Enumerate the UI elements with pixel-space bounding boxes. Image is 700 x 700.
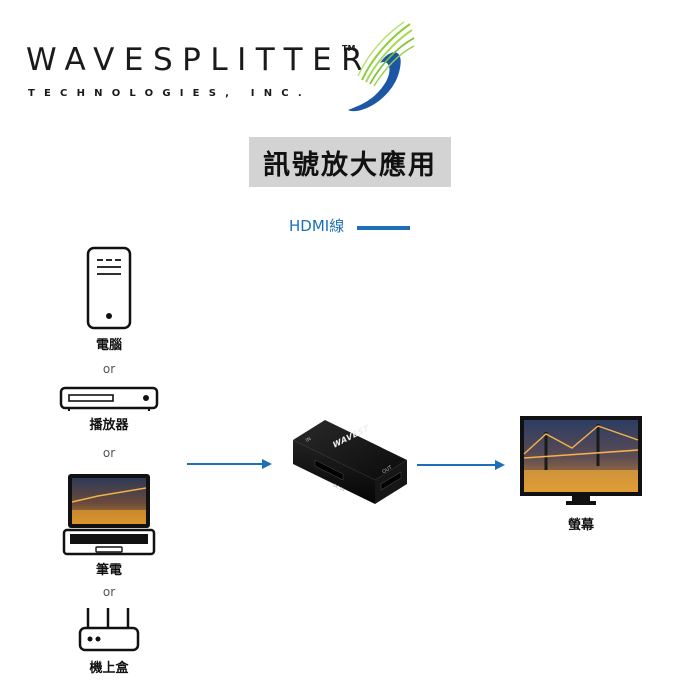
legend-line-swatch (357, 226, 410, 230)
or-text: or (102, 362, 116, 376)
computer-tower-icon (86, 246, 132, 330)
label-laptop: 筆電 (95, 563, 122, 578)
label-monitor: 螢幕 (567, 518, 594, 533)
arrow-device-to-monitor (417, 464, 496, 466)
arrow-head-icon (495, 460, 505, 470)
logo-subline: TECHNOLOGIES, INC. (28, 88, 311, 99)
hdmi-repeater-device (293, 420, 407, 504)
label-player: 播放器 (89, 418, 129, 433)
media-player-icon (59, 386, 159, 411)
arrow-head-icon (262, 459, 272, 469)
monitor-icon (520, 416, 642, 505)
or-text: or (102, 585, 116, 599)
or-text: or (102, 446, 116, 460)
legend-label: HDMI線 (289, 217, 345, 235)
laptop-icon (62, 474, 156, 556)
logo-trademark: TM (342, 44, 356, 53)
label-settop: 機上盒 (89, 661, 129, 676)
router-settop-icon (78, 608, 140, 652)
logo-wordmark: WAVESPLITTER (26, 42, 373, 78)
title-banner: 訊號放大應用 (249, 137, 451, 187)
label-computer: 電腦 (95, 338, 122, 353)
page-title: 訊號放大應用 (263, 149, 437, 181)
wave-swirl-icon (348, 21, 415, 112)
arrow-source-to-device (187, 463, 263, 465)
